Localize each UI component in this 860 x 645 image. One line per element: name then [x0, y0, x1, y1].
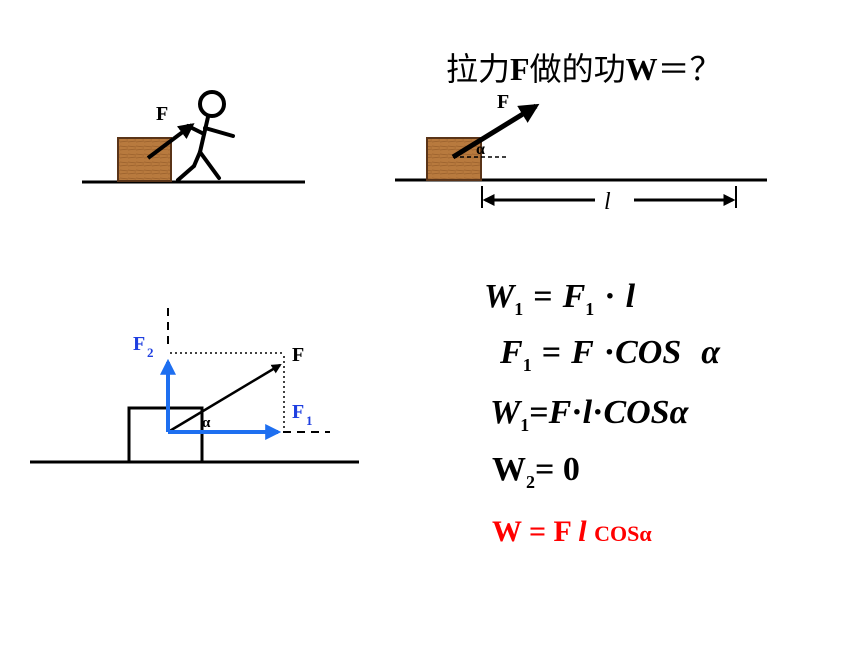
equation-w1-definition: W1=F1·l: [484, 278, 636, 319]
angle-alpha-label: α: [202, 415, 211, 431]
force-arrow: [167, 363, 282, 434]
question-heading: 拉力F做的功W＝？: [446, 50, 722, 88]
force-label: F: [292, 344, 304, 366]
force-label: F: [497, 91, 509, 113]
svg-text:2: 2: [147, 345, 154, 360]
force-arrow: [451, 103, 540, 160]
svg-text:F: F: [133, 333, 145, 355]
equation-result-work: W = F l COSα: [492, 515, 652, 548]
equation-w2-zero: W2= 0: [492, 451, 580, 492]
svg-text:F: F: [292, 401, 304, 423]
scene-angle: F α l: [395, 91, 767, 215]
f2-label: F 2: [133, 333, 154, 360]
length-label: l: [604, 189, 611, 215]
box-outline: [127, 406, 204, 464]
angle-alpha-label: α: [476, 141, 485, 158]
scene-decomposition: α F F 1 F 2: [30, 308, 359, 464]
stick-figure: [176, 90, 235, 182]
equation-w1-expanded: W1=F·l·COSα: [490, 394, 689, 435]
scene-pulling: F: [82, 90, 305, 184]
pull-force-arrow: [146, 123, 195, 160]
svg-text:1: 1: [306, 413, 313, 428]
force-label: F: [156, 103, 168, 125]
f1-label: F 1: [292, 401, 313, 428]
